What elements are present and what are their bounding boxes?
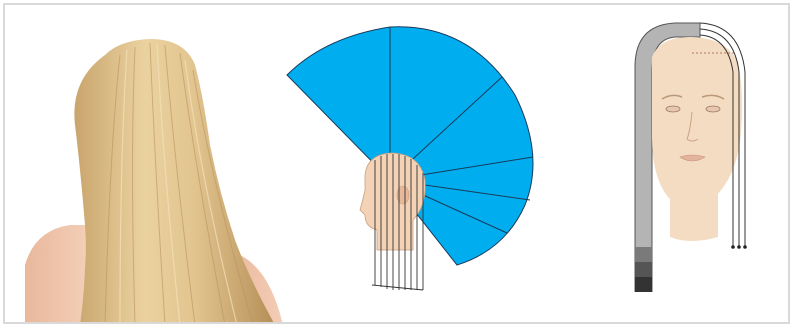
- figure-frame: [3, 3, 790, 324]
- hair-mass-shape: [74, 39, 275, 324]
- mannequin-head-diagram: [630, 17, 760, 292]
- mannequin-face: [652, 37, 742, 241]
- hair-photo: [25, 25, 305, 324]
- elevation-fan-diagram: [285, 15, 540, 300]
- band-shade-3: [635, 277, 652, 292]
- shoulders-shape: [25, 225, 85, 324]
- mannequin-head-svg: [630, 17, 760, 292]
- band-shade-2: [635, 262, 652, 277]
- band-shade-1: [635, 247, 652, 262]
- hair-back-view-illustration: [25, 25, 305, 324]
- fan-sections-svg: [285, 15, 540, 300]
